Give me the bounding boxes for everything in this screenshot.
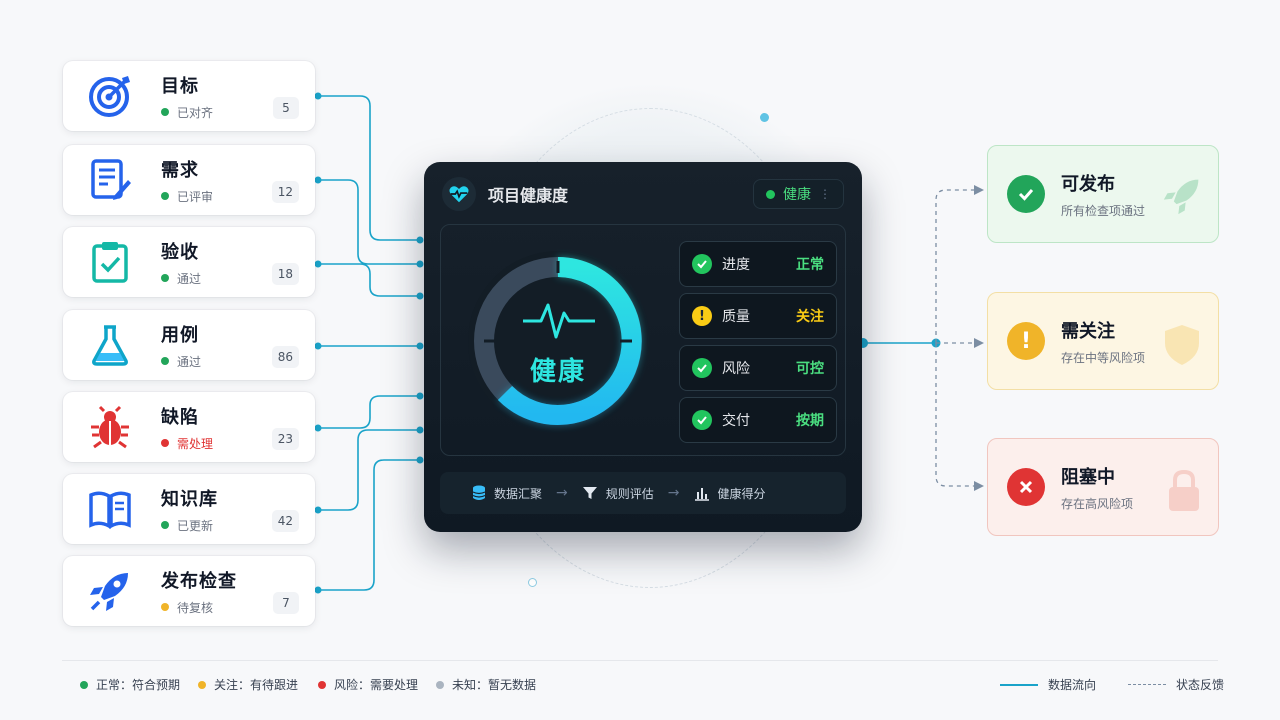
check-icon [692, 410, 712, 430]
source-status: 已评审 [161, 188, 315, 205]
source-count: 42 [271, 510, 299, 532]
source-count: 86 [271, 346, 299, 368]
source-card-defect[interactable]: 缺陷 需处理 23 [63, 392, 315, 462]
health-summary-area: 健康 进度 正常 ! 质量 关注 风险 可控 交付 按期 [440, 224, 846, 456]
source-status: 已对齐 [161, 104, 315, 121]
background-dot [760, 113, 769, 122]
lock-watermark-icon [1166, 469, 1202, 517]
source-status: 通过 [161, 353, 315, 370]
metric-label: 风险 [722, 361, 750, 377]
metric-value: 按期 [796, 413, 824, 429]
shield-watermark-icon [1162, 323, 1202, 371]
outcome-title: 可发布 [1061, 173, 1115, 195]
legend-risk: 风险：需要处理 [318, 676, 418, 693]
metric-quality[interactable]: ! 质量 关注 [679, 293, 837, 339]
source-count: 12 [271, 181, 299, 203]
pipeline-step-evaluate: 规则评估 [582, 485, 654, 502]
metric-label: 质量 [722, 309, 750, 325]
metric-progress[interactable]: 进度 正常 [679, 241, 837, 287]
project-health-panel: 项目健康度 健康⋮ 健康 进度 正常 [424, 162, 862, 532]
source-title: 发布检查 [161, 570, 237, 592]
pipeline-bar: 数据汇聚 → 规则评估 → 健康得分 [440, 472, 846, 514]
legend-dashed-line [1128, 684, 1166, 685]
source-count: 18 [271, 263, 299, 285]
rocket-watermark-icon [1162, 176, 1202, 220]
source-card-acceptance[interactable]: 验收 通过 18 [63, 227, 315, 297]
rocket-icon [85, 566, 135, 616]
source-count: 7 [273, 592, 299, 614]
source-card-knowledge[interactable]: 知识库 已更新 42 [63, 474, 315, 544]
heartbeat-icon [442, 177, 476, 211]
arrow-right-icon: → [667, 485, 680, 501]
legend-normal: 正常：符合预期 [80, 676, 180, 693]
source-status: 待复核 [161, 599, 315, 616]
metric-risk[interactable]: 风险 可控 [679, 345, 837, 391]
legend-unknown: 未知：暂无数据 [436, 676, 536, 693]
legend-feedback: 状态反馈 [1176, 678, 1225, 692]
legend-attention: 关注：有待跟进 [198, 676, 298, 693]
source-card-requirement[interactable]: 需求 已评审 12 [63, 145, 315, 215]
outcome-card-attention[interactable]: ! 需关注 存在中等风险项 [987, 292, 1219, 390]
clipboard-check-icon [85, 237, 135, 287]
source-title: 需求 [161, 159, 199, 181]
outcome-subtitle: 所有检查项通过 [1061, 203, 1146, 218]
gauge-label: 健康 [529, 357, 586, 387]
filter-icon [582, 487, 597, 499]
metric-value: 可控 [796, 361, 824, 377]
source-status: 已更新 [161, 517, 315, 534]
source-card-release-check[interactable]: 发布检查 待复核 7 [63, 556, 315, 626]
metric-delivery[interactable]: 交付 按期 [679, 397, 837, 443]
arrow-right-icon: → [556, 485, 568, 501]
background-dot [528, 578, 537, 587]
warning-icon: ! [692, 306, 712, 326]
source-count: 5 [273, 97, 299, 119]
panel-title: 项目健康度 [488, 186, 569, 205]
bug-icon [85, 402, 135, 452]
outcome-card-releasable[interactable]: 可发布 所有检查项通过 [987, 145, 1219, 243]
close-circle-icon [1007, 468, 1045, 506]
check-icon [692, 254, 712, 274]
source-card-goal[interactable]: 目标 已对齐 5 [63, 61, 315, 131]
warning-icon: ! [1007, 322, 1045, 360]
metric-label: 进度 [722, 257, 750, 273]
outcome-subtitle: 存在中等风险项 [1061, 350, 1146, 365]
flask-icon [85, 320, 135, 370]
source-title: 缺陷 [161, 406, 199, 428]
health-status-badge[interactable]: 健康⋮ [753, 179, 844, 209]
check-icon [692, 358, 712, 378]
pipeline-step-score: 健康得分 [694, 485, 766, 502]
source-title: 目标 [161, 75, 199, 97]
document-edit-icon [85, 155, 135, 205]
bar-chart-icon [694, 488, 709, 501]
metric-label: 交付 [722, 413, 750, 429]
source-title: 验收 [161, 241, 199, 263]
outcome-card-blocked[interactable]: 阻塞中 存在高风险项 [987, 438, 1219, 536]
book-icon [85, 484, 135, 534]
pipeline-step-aggregate: 数据汇聚 [472, 485, 542, 502]
outcome-subtitle: 存在高风险项 [1061, 496, 1134, 511]
health-gauge: 健康 [461, 239, 655, 443]
metric-value: 正常 [796, 257, 824, 273]
source-card-testcase[interactable]: 用例 通过 86 [63, 310, 315, 380]
source-count: 23 [271, 428, 299, 450]
legend-data-flow: 数据流向 [1048, 678, 1097, 692]
legend-solid-line [1000, 684, 1038, 686]
source-status: 需处理 [161, 435, 315, 452]
source-title: 知识库 [161, 488, 218, 510]
legend-divider [62, 660, 1218, 661]
metric-value: 关注 [796, 309, 824, 325]
target-icon [85, 71, 135, 121]
source-status: 通过 [161, 270, 315, 287]
source-title: 用例 [161, 324, 199, 346]
outcome-title: 需关注 [1061, 320, 1115, 342]
check-circle-icon [1007, 175, 1045, 213]
outcome-title: 阻塞中 [1061, 466, 1115, 488]
database-icon [472, 485, 486, 500]
